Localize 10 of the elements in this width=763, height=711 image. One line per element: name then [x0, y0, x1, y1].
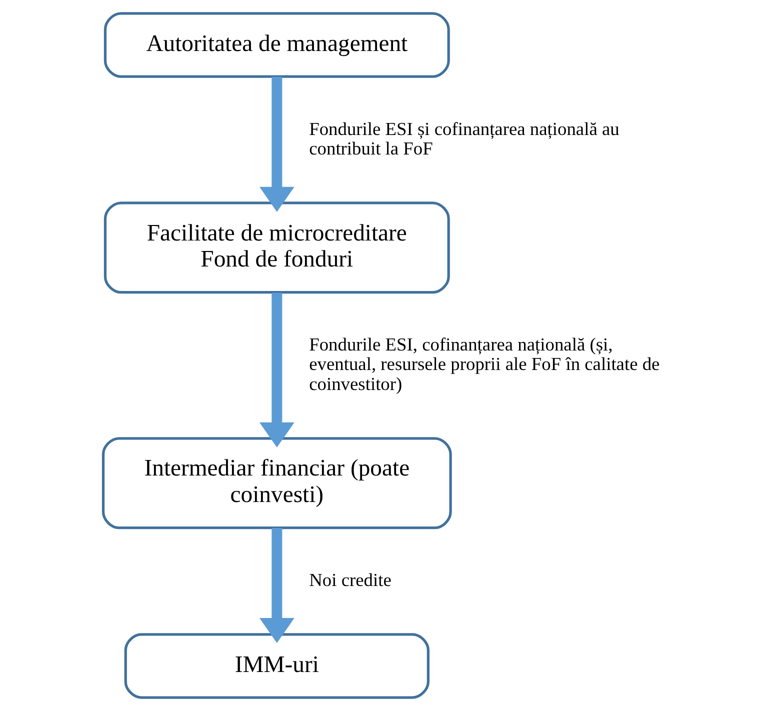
- arrow: [259, 528, 294, 644]
- arrow: [259, 292, 294, 448]
- node-box: Autoritatea de management: [104, 12, 450, 78]
- node-box: Intermediar financiar (poate coinvesti): [102, 437, 452, 530]
- edge-label: Fondurile ESI și cofinanțarea națională au contribuit la FoF: [309, 118, 620, 158]
- edge-label: Noi credite: [309, 570, 392, 590]
- arrow: [259, 76, 294, 212]
- edge-label: Fondurile ESI, cofinanțarea națională (și, eventual, resursele proprii ale FoF în calitate de coinvestitor): [309, 334, 660, 394]
- node-box: Facilitate de microcreditare Fond de fonduri: [104, 202, 450, 294]
- node-box: IMM-uri: [124, 633, 430, 699]
